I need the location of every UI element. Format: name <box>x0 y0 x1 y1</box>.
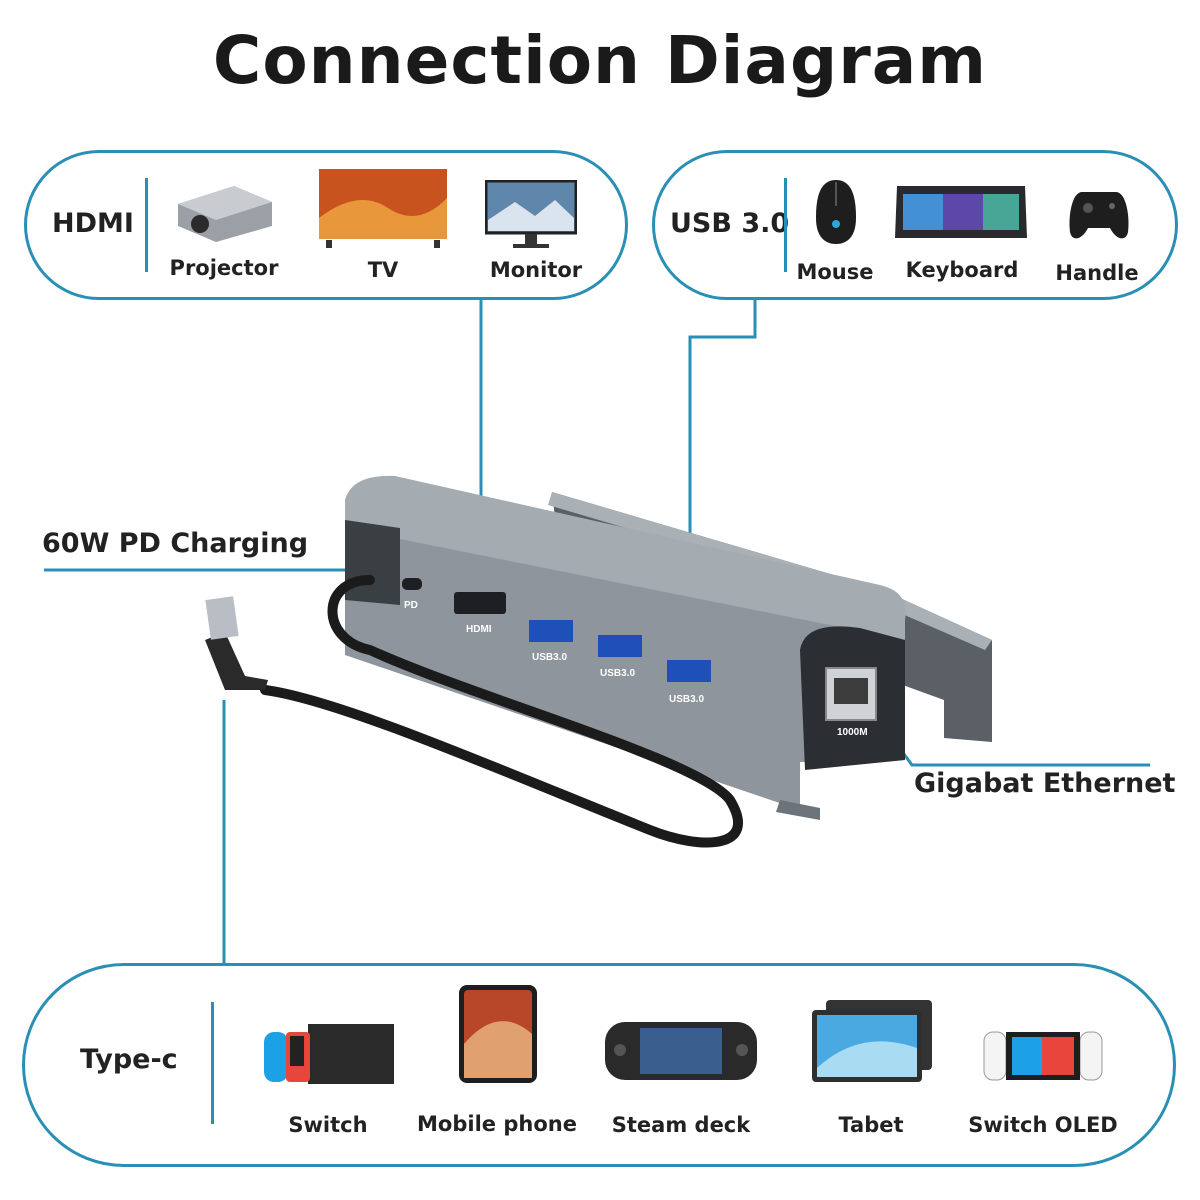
usb-group-label: USB 3.0 <box>670 208 789 239</box>
usb-port-2-label: USB3.0 <box>600 668 635 679</box>
ethernet-port-label: 1000M <box>837 727 868 738</box>
device-label-switch-oled: Switch OLED <box>943 1113 1143 1137</box>
device-label-tablet: Tabet <box>771 1113 971 1137</box>
pd-port-label: PD <box>404 600 418 611</box>
usb-port-1 <box>529 620 573 642</box>
usb-port-3-label: USB3.0 <box>669 694 704 705</box>
steam-deck-icon <box>604 1018 758 1084</box>
device-label-monitor: Monitor <box>436 258 636 282</box>
hdmi-group-label: HDMI <box>52 208 134 239</box>
usb-port-2 <box>598 635 642 657</box>
tablet-icon <box>810 998 934 1084</box>
ethernet-callout: Gigabat Ethernet <box>914 768 1175 799</box>
pd-port <box>402 578 422 590</box>
switch-oled-icon <box>982 1030 1104 1082</box>
keyboard-icon <box>893 182 1029 242</box>
typec-plug <box>205 596 238 640</box>
device-label-steam-deck: Steam deck <box>581 1113 781 1137</box>
hdmi-port <box>454 592 506 614</box>
typec-group-label: Type-c <box>80 1044 178 1075</box>
usb-port-3 <box>667 660 711 682</box>
phone-icon <box>458 984 538 1084</box>
ethernet-connector-line <box>868 705 1150 765</box>
device-label-handle: Handle <box>997 261 1197 285</box>
tv-icon <box>318 168 448 250</box>
monitor-icon <box>485 180 577 250</box>
dock-illustration <box>205 476 992 843</box>
usb-divider <box>784 178 787 272</box>
typec-divider <box>211 1002 214 1124</box>
hdmi-port-label: HDMI <box>466 624 492 635</box>
device-label-mobile-phone: Mobile phone <box>397 1112 597 1136</box>
pd-charging-callout: 60W PD Charging <box>42 528 308 559</box>
usb-port-1-label: USB3.0 <box>532 652 567 663</box>
switch-icon <box>262 1020 396 1086</box>
mouse-icon <box>814 178 858 246</box>
projector-icon <box>172 180 278 244</box>
gamepad-icon <box>1068 186 1130 242</box>
